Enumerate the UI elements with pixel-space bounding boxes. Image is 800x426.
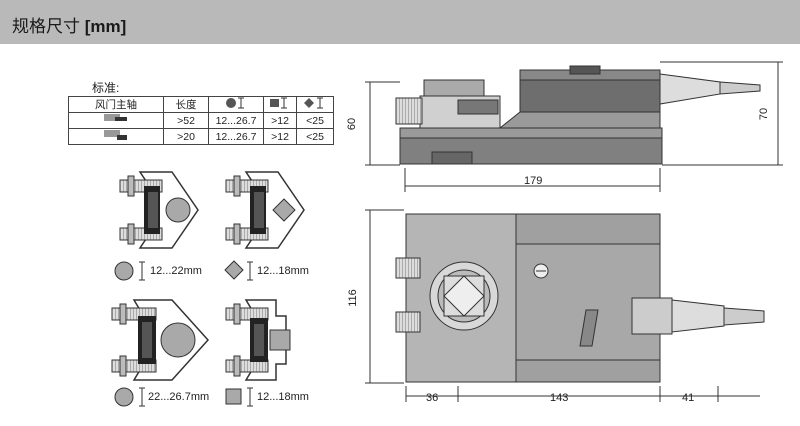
diamond-shaft-icon-small xyxy=(224,260,253,281)
cell-diamond: <25 xyxy=(296,128,334,145)
clamp-caption-square: 12...18mm xyxy=(257,391,309,403)
clamp-round-small-drawing xyxy=(119,171,199,249)
spec-table: 风门主轴 长度 >52 12...26.7 >12 <25 > xyxy=(68,96,334,145)
round-shaft-large-icon xyxy=(114,387,145,407)
dimension-side-height: 60 xyxy=(346,117,359,131)
clamp-square-drawing xyxy=(225,299,291,381)
cell-square: >12 xyxy=(263,128,297,145)
section-header: 规格尺寸 [mm] xyxy=(0,0,800,44)
clamp-caption-round-large: 22...26.7mm xyxy=(148,391,210,403)
round-shaft-small-icon xyxy=(114,261,145,281)
dimension-top-right: 41 xyxy=(682,392,695,404)
dimension-top-middle: 143 xyxy=(550,392,569,404)
diamond-shaft-icon xyxy=(304,97,323,109)
round-shaft-icon xyxy=(226,97,244,109)
cell-diamond: <25 xyxy=(296,112,334,129)
cell-length: >20 xyxy=(163,128,209,145)
clamp-diamond-drawing xyxy=(225,171,305,249)
clamp-caption-diamond: 12...18mm xyxy=(257,265,309,277)
table-row: >52 12...26.7 >12 <25 xyxy=(68,112,334,129)
side-view-dimensions xyxy=(365,61,783,192)
square-shaft-icon xyxy=(270,97,287,109)
cell-square: >12 xyxy=(263,112,297,129)
clamp-round-large-drawing xyxy=(111,299,210,381)
dimension-side-width: 179 xyxy=(524,175,543,187)
section-title: 规格尺寸 [mm] xyxy=(12,17,127,36)
standard-label: 标准: xyxy=(92,81,120,95)
dimension-top-height: 116 xyxy=(346,289,359,307)
table-row: >20 12...26.7 >12 <25 xyxy=(68,128,334,145)
dimension-top-left: 36 xyxy=(426,392,439,404)
top-view-dimensions xyxy=(365,209,760,402)
square-shaft-icon-small xyxy=(225,387,253,407)
actuator-side-view xyxy=(395,65,761,165)
col-header-square xyxy=(263,96,297,113)
actuator-top-view xyxy=(395,213,765,383)
clamp-caption-round-small: 12...22mm xyxy=(150,265,202,277)
dimension-side-total-height: 70 xyxy=(758,107,771,121)
